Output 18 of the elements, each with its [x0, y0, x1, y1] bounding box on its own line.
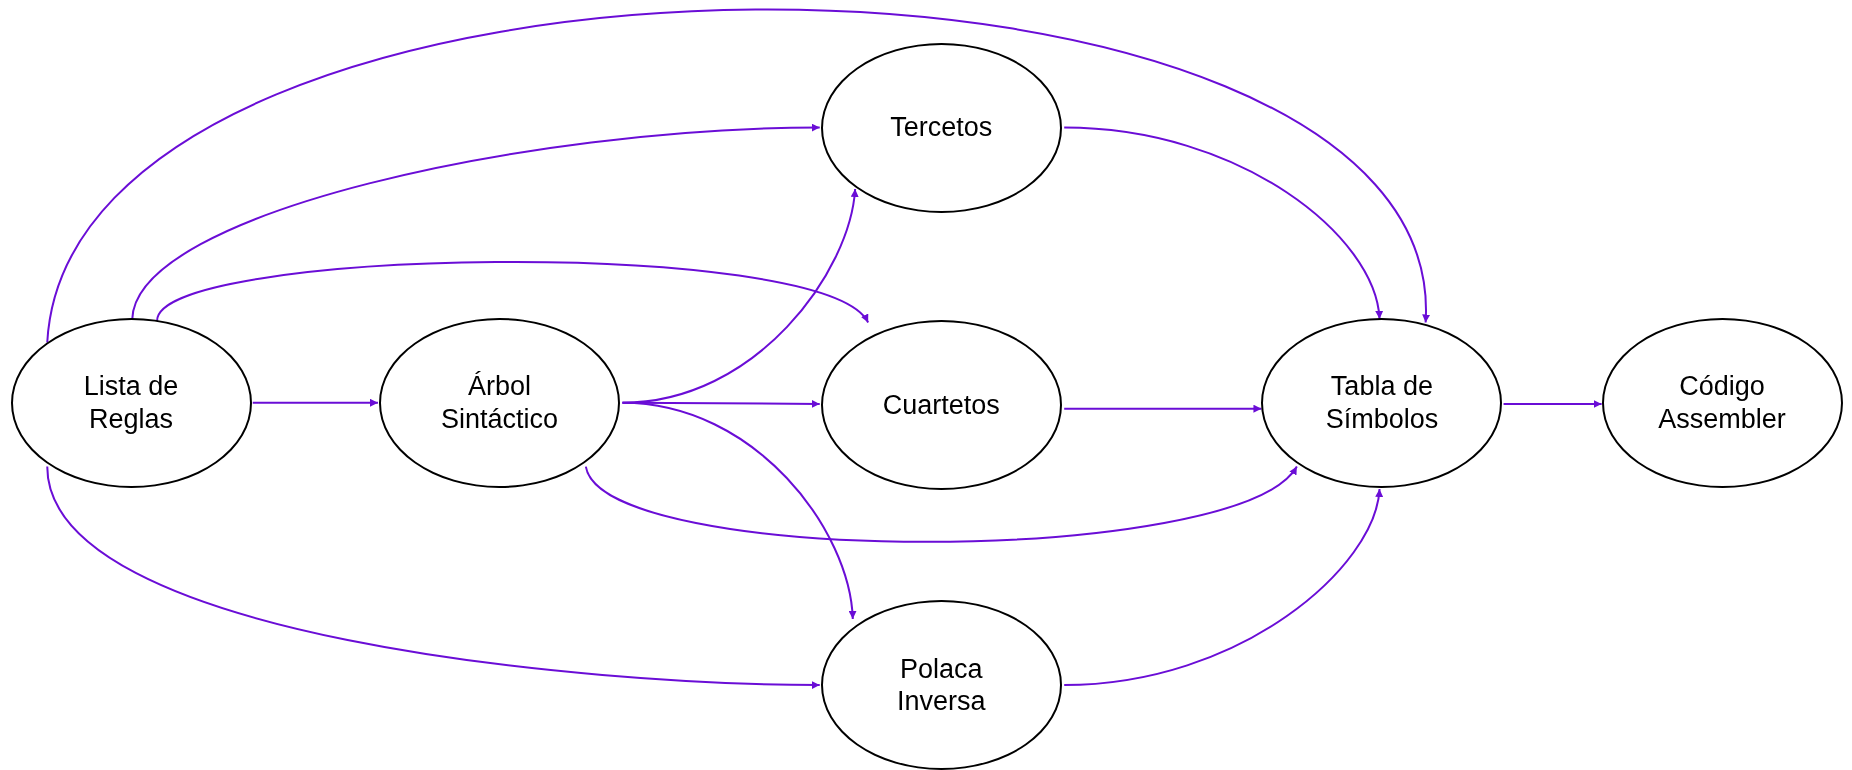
arrow [1063, 488, 1383, 687]
node-label: Lista de Reglas [82, 370, 180, 436]
node-label: Código Assembler [1657, 370, 1787, 436]
arrow [584, 465, 1298, 543]
node-label: Cuartetos [882, 388, 1000, 422]
arrow [251, 398, 379, 407]
node-label: Tabla de Símbolos [1324, 370, 1440, 436]
arrow [621, 401, 856, 620]
arrow [131, 123, 821, 320]
arrow [46, 465, 821, 689]
node-label: Árbol Sintáctico [440, 370, 560, 436]
arrow [1063, 404, 1263, 413]
node-label: Polaca Inversa [896, 652, 987, 718]
arrow [1502, 399, 1603, 408]
arrow [156, 261, 870, 324]
arrow [46, 8, 1428, 344]
arrow [1063, 126, 1383, 320]
node-label: Tercetos [890, 111, 993, 144]
